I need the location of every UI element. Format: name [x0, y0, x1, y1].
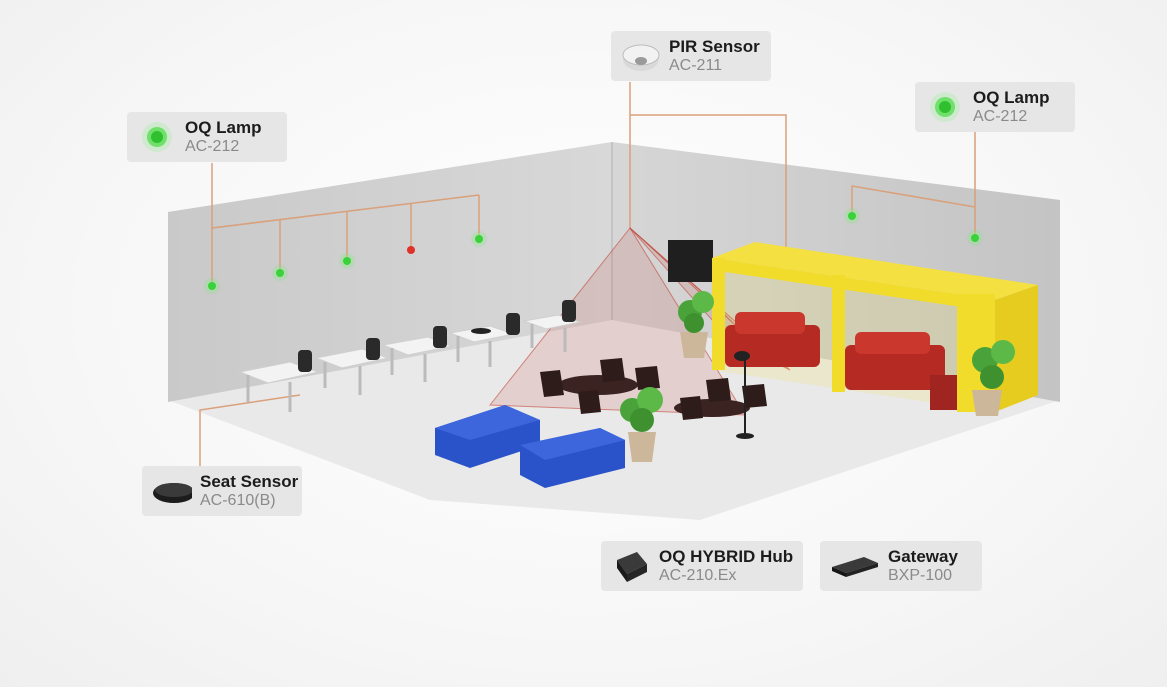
gateway-callout: Gateway BXP-100 [820, 541, 982, 591]
gateway-device-icon [830, 546, 880, 586]
lamp-right-name: OQ Lamp [973, 88, 1050, 108]
hub-device-icon [611, 546, 651, 586]
lamp-green-icon [137, 117, 177, 157]
wall-tv [668, 240, 713, 282]
hub-callout: OQ HYBRID Hub AC-210.Ex [601, 541, 803, 591]
desk-row [238, 300, 582, 412]
right-wall-wiring [629, 82, 976, 250]
left-wall-wiring [199, 163, 480, 466]
pir-sensor-name: PIR Sensor [669, 37, 760, 57]
lounge-tables [540, 351, 767, 439]
lamp-left-callout: OQ Lamp AC-212 [127, 112, 287, 162]
gateway-name: Gateway [888, 547, 958, 567]
right-wall-lamps [843, 207, 984, 247]
lamp-left-name: OQ Lamp [185, 118, 262, 138]
hub-name: OQ HYBRID Hub [659, 547, 794, 567]
seat-sensor-callout: Seat Sensor AC-610(B) [142, 466, 302, 516]
seat-sensor-name: Seat Sensor [200, 472, 299, 492]
pir-sensor-icon [621, 36, 661, 76]
pir-sensor-callout: PIR Sensor AC-211 [611, 31, 771, 81]
lamp-left-model: AC-212 [185, 137, 240, 155]
lamp-right-model: AC-212 [973, 107, 1028, 125]
lamp-green-icon [925, 87, 965, 127]
seat-sensor-model: AC-610(B) [200, 491, 276, 509]
gateway-model: BXP-100 [888, 566, 953, 584]
potted-plants [620, 291, 1015, 462]
lamp-right-callout: OQ Lamp AC-212 [915, 82, 1075, 132]
hub-model: AC-210.Ex [659, 566, 737, 584]
left-wall-lamps [203, 230, 488, 295]
blue-sofas [435, 405, 625, 488]
seat-sensor-icon [152, 471, 192, 511]
pir-sensor-model: AC-211 [669, 56, 723, 74]
